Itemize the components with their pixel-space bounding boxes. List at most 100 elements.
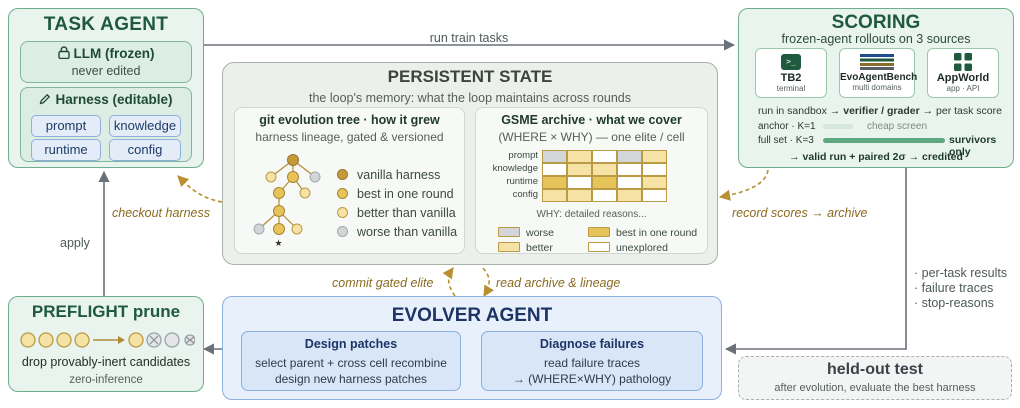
grid-cell: [542, 189, 567, 202]
git-title: git evolution tree · how it grew: [259, 113, 440, 127]
row-label: prompt: [508, 150, 538, 161]
preflight-panel: PREFLIGHT prune drop provably-inert cand…: [8, 296, 204, 392]
grid-legend-better: better: [498, 241, 553, 255]
arrow-read: [482, 267, 494, 297]
source-name: AppWorld: [936, 72, 990, 84]
harness-box: Harness (editable) prompt knowledge runt…: [20, 87, 192, 162]
legend-dot: [337, 226, 348, 237]
label-run-train: run train tasks: [429, 31, 509, 45]
grid-cell: [542, 150, 567, 163]
scoring-pipeline: run in sandbox → verifier / grader → per…: [758, 105, 1002, 117]
anchor-label: anchor · K=1: [758, 121, 816, 132]
source-name: TB2: [780, 72, 802, 84]
row-label: config: [512, 189, 538, 200]
label-commit: commit gated elite: [332, 276, 434, 290]
llm-sub: never edited: [71, 64, 141, 78]
cheap-label: cheap screen: [867, 121, 928, 132]
row-label: runtime: [506, 176, 538, 187]
fullset-label: full set · K=3: [758, 135, 814, 146]
arrow-scoring-to-evolver: [724, 168, 907, 355]
source-name: EvoAgentBench: [840, 72, 918, 83]
heldout-title: held-out test: [827, 361, 923, 378]
grid-cell: [592, 176, 617, 189]
label-apply: apply: [60, 236, 90, 250]
layers-icon: [860, 54, 894, 70]
preflight-sub: zero-inference: [69, 374, 143, 386]
source-sub: terminal: [776, 84, 806, 93]
tree-node: [309, 171, 321, 183]
grid-cell: [567, 163, 592, 176]
llm-title-row: LLM (frozen): [21, 46, 191, 61]
tree-node: [273, 223, 285, 235]
lock-icon: [57, 46, 70, 60]
arrow-commit: [442, 267, 456, 297]
chip-knowledge: knowledge: [109, 115, 181, 137]
preflight-title: PREFLIGHT prune: [31, 302, 181, 321]
legend-best: best in one round: [337, 187, 454, 201]
fullset-bar: [823, 138, 945, 143]
legend-dot: [337, 188, 348, 199]
persistent-title: PERSISTENT STATE: [387, 67, 553, 86]
source-evoagentbench: EvoAgentBench multi domains: [839, 48, 918, 98]
grid-cell: [567, 176, 592, 189]
diagnose-line-1: read failure traces: [543, 356, 641, 370]
legend-label: worse than vanilla: [357, 225, 458, 239]
heldout-test-box: held-out test after evolution, evaluate …: [738, 356, 1012, 400]
legend-swatch: [498, 242, 520, 252]
heldout-sub: after evolution, evaluate the best harne…: [774, 382, 976, 394]
gsme-sub: (WHERE × WHY) — one elite / cell: [498, 130, 685, 144]
legend-swatch: [588, 242, 610, 252]
tree-node: [253, 223, 265, 235]
task-agent-panel: TASK AGENT LLM (frozen) never edited Har…: [8, 8, 204, 168]
arrow-checkout: [177, 175, 223, 203]
terminal-icon: >_: [781, 54, 801, 70]
gsme-grid: [542, 150, 668, 203]
legend-dot: [337, 207, 348, 218]
grid-cell: [617, 163, 642, 176]
evolution-tree: ★: [253, 154, 321, 249]
legend-dot: [337, 169, 348, 180]
prune-filter-icon: [20, 332, 195, 348]
tree-node: [265, 171, 277, 183]
scoring-subtitle: frozen-agent rollouts on 3 sources: [781, 32, 971, 46]
chip-config: config: [109, 139, 181, 161]
diagnose-title: Diagnose failures: [539, 337, 645, 351]
grid-cell: [642, 150, 667, 163]
grid-legend-best: best in one round: [588, 226, 697, 240]
diagnose-failures-box: Diagnose failures read failure traces → …: [481, 331, 703, 391]
tree-node: [273, 205, 285, 217]
label-checkout: checkout harness: [112, 206, 210, 220]
tree-node: [287, 171, 299, 183]
tree-node: [273, 187, 285, 199]
grid-cell: [592, 189, 617, 202]
pencil-icon: [40, 93, 51, 105]
gsme-archive-box: GSME archive · what we cover (WHERE × WH…: [475, 107, 708, 254]
legend-label: worse: [526, 227, 555, 239]
preflight-desc: drop provably-inert candidates: [21, 355, 191, 369]
grid-legend-worse: worse: [498, 226, 554, 240]
legend-swatch: [498, 227, 520, 237]
scoring-panel: SCORING frozen-agent rollouts on 3 sourc…: [738, 8, 1014, 168]
credited-label: → valid run + paired 2σ → credited: [789, 151, 963, 163]
legend-vanilla: vanilla harness: [337, 168, 440, 182]
pipeline-prefix: run in sandbox →: [758, 105, 841, 117]
chip-prompt: prompt: [31, 115, 101, 137]
git-sub: harness lineage, gated & versioned: [255, 130, 444, 144]
source-tb2: >_ TB2 terminal: [755, 48, 827, 98]
scoring-title: SCORING: [831, 12, 921, 33]
legend-label: unexplored: [616, 242, 668, 254]
persistent-subtitle: the loop's memory: what the loop maintai…: [309, 91, 631, 105]
grid-cell: [617, 150, 642, 163]
diagnose-line-2: → (WHERE×WHY) pathology: [512, 372, 672, 386]
grid-cell: [542, 163, 567, 176]
grid-cell: [642, 176, 667, 189]
why-label: WHY: detailed reasons...: [536, 209, 647, 220]
legend-better: better than vanilla: [337, 206, 456, 220]
grid-apps-icon: [954, 53, 972, 71]
grid-cell: [642, 163, 667, 176]
llm-label: LLM (frozen): [73, 46, 155, 61]
grid-cell: [642, 189, 667, 202]
row-label: knowledge: [492, 163, 538, 174]
grid-cell: [542, 176, 567, 189]
